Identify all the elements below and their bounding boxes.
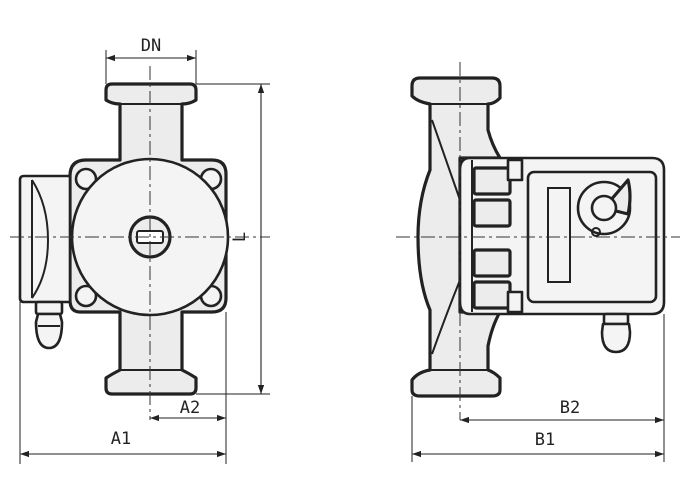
front-dimensions: DN L A2 A1 — [19, 36, 270, 464]
a1-label: A1 — [111, 429, 131, 449]
dn-label: DN — [141, 36, 161, 56]
side-dimensions: B2 B1 — [411, 314, 665, 462]
front-terminal-box — [18, 174, 72, 304]
side-cooling-fins — [472, 158, 524, 314]
side-cable-gland — [600, 312, 632, 354]
front-view — [10, 66, 270, 420]
front-cable-gland — [34, 300, 64, 350]
l-label: L — [230, 232, 250, 242]
a2-label: A2 — [180, 398, 200, 418]
front-bolt-bottom-left — [74, 284, 98, 308]
b1-label: B1 — [535, 430, 555, 450]
b2-label: B2 — [560, 398, 580, 418]
speed-selector-knob — [576, 178, 632, 237]
side-display-window — [547, 187, 571, 283]
side-view — [396, 62, 680, 420]
